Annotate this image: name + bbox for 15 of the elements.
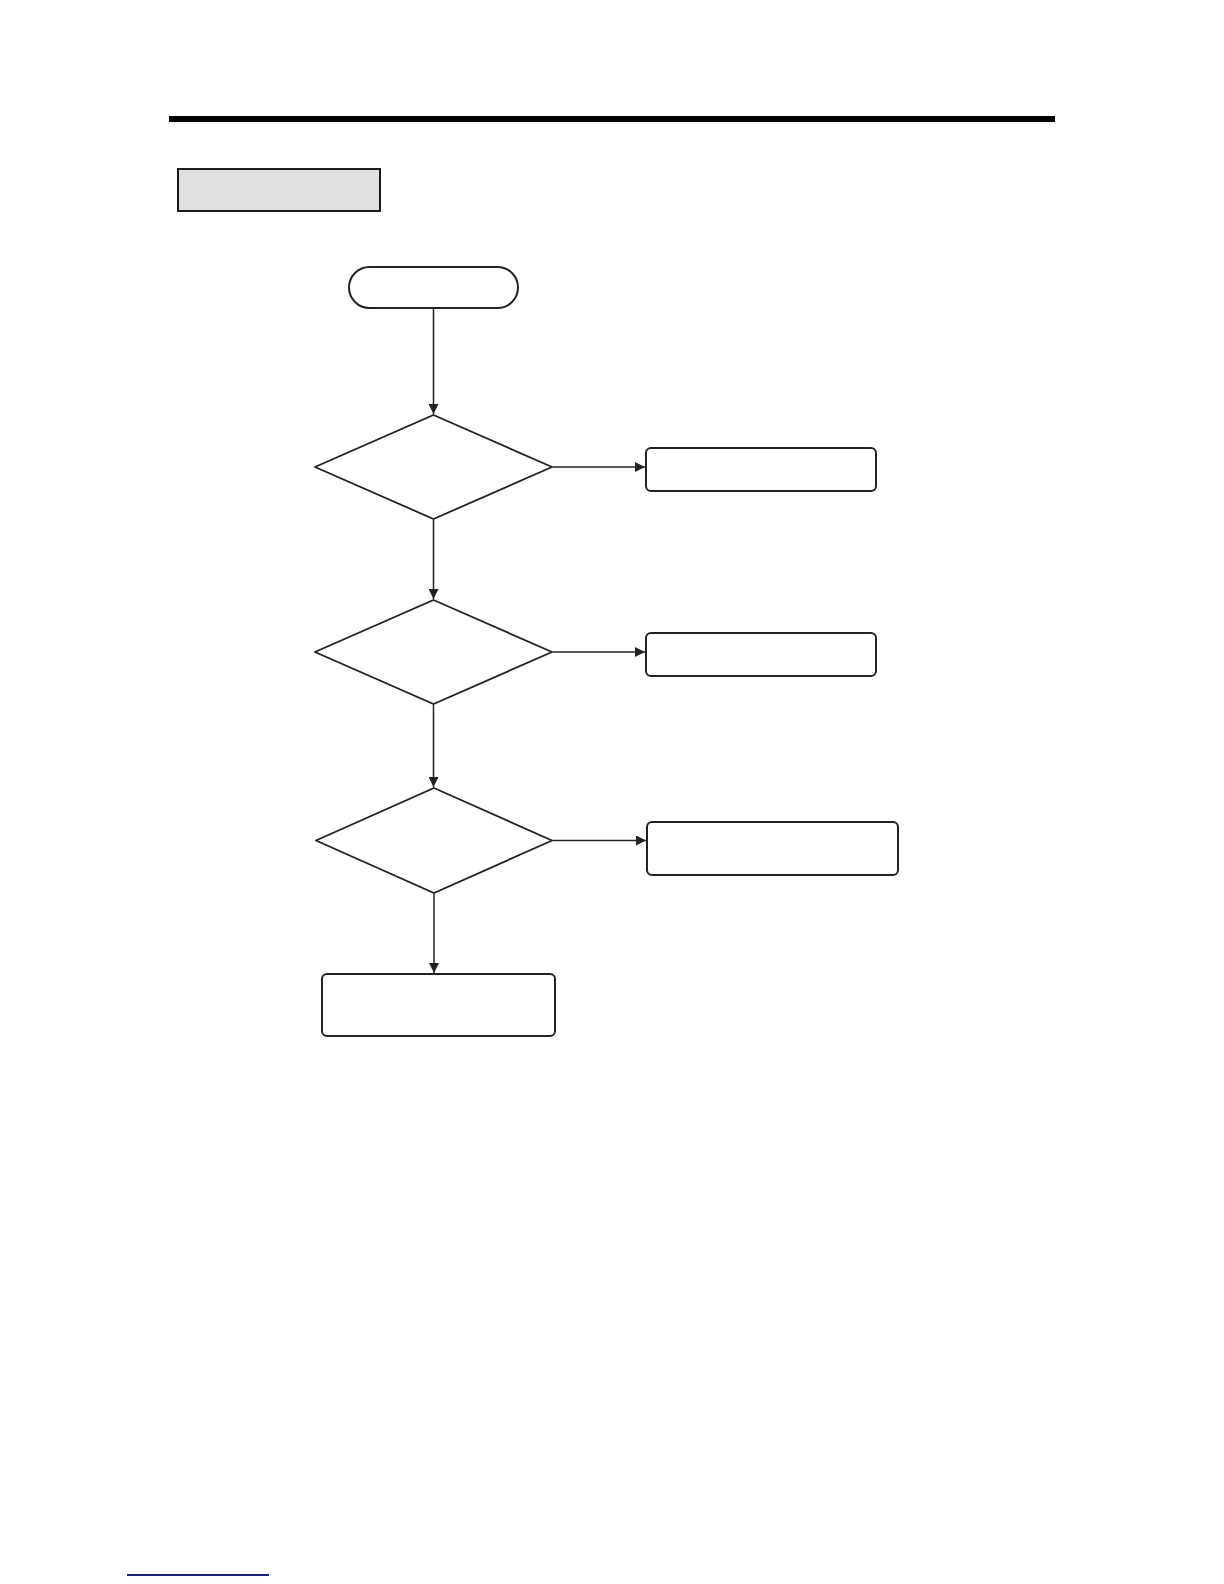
arrow [428, 519, 439, 600]
header-panel [177, 168, 381, 212]
arrow [429, 893, 439, 974]
arrow [428, 308, 439, 415]
process-box [321, 973, 556, 1037]
process-box [646, 821, 899, 876]
process-box [645, 632, 877, 677]
arrow [428, 704, 439, 788]
arrow [552, 835, 647, 846]
decision-diamond [314, 414, 553, 520]
process-box [645, 447, 877, 492]
decision-diamond [314, 599, 553, 705]
decision-diamond [315, 787, 553, 894]
arrow [552, 462, 646, 472]
arrow [552, 647, 646, 657]
